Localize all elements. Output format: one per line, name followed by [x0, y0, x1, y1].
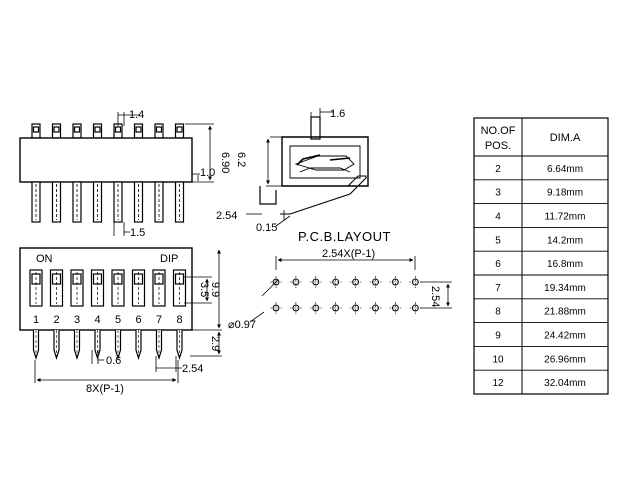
dim-pcb-span: 2.54X(P-1) — [322, 248, 375, 260]
pin-number: 7 — [156, 314, 162, 326]
top-lead — [114, 330, 122, 361]
pin-number: 2 — [53, 314, 59, 326]
dim-front-top: 1.4 — [129, 109, 144, 121]
table-rows: 2 6.64mm 3 9.18mm 4 11.72mm 5 14.2mm 6 16.8mm 7 19.… — [492, 164, 585, 389]
pin-number: 6 — [135, 314, 141, 326]
front-actuator-tip — [73, 126, 81, 133]
dim-top-pin-width: 0.6 — [106, 355, 121, 367]
table-cell-pos: 12 — [492, 378, 504, 389]
pcb-holes — [270, 276, 422, 314]
dim-pcb-row: 2.54 — [429, 286, 441, 307]
top-labels: ON DIP 1 2 3 4 5 6 7 8 3.5 9.9 2.9 0.6 2.54 8X(… — [33, 253, 221, 395]
dim-front-height: 6.90 — [219, 152, 231, 173]
front-actuator-tip — [32, 126, 40, 133]
table-cell-pos: 6 — [495, 259, 501, 270]
table-cell-pos: 9 — [495, 331, 501, 342]
table-cell-dim: 14.2mm — [547, 235, 583, 246]
front-actuator-tip — [176, 126, 183, 133]
front-body — [19, 137, 193, 183]
label-on: ON — [36, 253, 53, 265]
top-switches — [29, 269, 187, 307]
table-cell-pos: 4 — [495, 212, 501, 223]
table-cell-dim: 6.64mm — [547, 164, 583, 175]
side-view — [246, 108, 369, 227]
table-cell-dim: 9.18mm — [547, 188, 583, 199]
front-dimensions: 1.4 6.90 1.0 1.5 — [129, 109, 231, 239]
front-actuator-tip — [135, 126, 142, 133]
front-actuators — [31, 123, 185, 139]
dim-top-body: 9.9 — [209, 282, 221, 297]
top-lead — [53, 330, 60, 361]
front-actuator-tip — [114, 126, 122, 133]
side-actuator — [310, 116, 321, 140]
table-cell-dim: 32.04mm — [544, 378, 586, 389]
table-header-dim: DIM.A — [550, 132, 581, 144]
table-cell-pos: 7 — [495, 283, 501, 294]
front-pins — [31, 181, 185, 223]
table-cell-dim: 11.72mm — [545, 212, 586, 223]
dim-table: NO.OF POS. DIM.A 2 6.64mm 3 9.18mm 4 11.72mm 5… — [473, 117, 609, 395]
pin-number: 8 — [176, 314, 182, 326]
pin-number: 4 — [94, 314, 100, 326]
front-actuator-tip — [94, 126, 101, 133]
dim-top-span: 8X(P-1) — [86, 383, 124, 395]
dim-top-lead: 2.9 — [209, 336, 221, 351]
table-cell-dim: 21.88mm — [544, 307, 586, 318]
dim-front-standoff: 1.0 — [200, 167, 215, 179]
pin-number: 5 — [115, 314, 121, 326]
dim-top-pitch: 2.54 — [182, 363, 203, 375]
front-actuator-tip — [53, 126, 60, 133]
table-header-pos-1: NO.OF — [481, 125, 516, 137]
pin-number: 3 — [74, 314, 80, 326]
dim-side-height: 6.2 — [235, 152, 247, 167]
pcb-layout — [249, 256, 452, 323]
pcb-labels: P.C.B.LAYOUT 2.54X(P-1) 2.54 ⌀0.97 — [228, 229, 441, 331]
pin-number: 1 — [33, 314, 39, 326]
dim-top-switch: 3.5 — [198, 282, 210, 297]
table-cell-pos: 5 — [495, 235, 501, 246]
top-lead — [73, 330, 81, 361]
dim-side-lead: 0.15 — [256, 222, 277, 234]
side-housing — [281, 136, 369, 187]
top-lead — [176, 330, 183, 361]
table-cell-dim: 16.8mm — [547, 259, 583, 270]
pin-numbers: 1 2 3 4 5 6 7 8 — [33, 314, 183, 326]
front-view — [19, 112, 214, 236]
dim-front-pin: 1.5 — [130, 227, 145, 239]
front-actuator-tip — [155, 126, 163, 133]
label-dip: DIP — [160, 253, 178, 265]
table-cell-pos: 2 — [495, 164, 501, 175]
top-view — [19, 247, 222, 383]
table-header-pos-2: POS. — [485, 140, 511, 152]
table-grid — [474, 179, 608, 371]
side-dimensions: 1.6 6.2 2.54 0.15 — [216, 108, 345, 234]
pcb-title: P.C.B.LAYOUT — [298, 229, 391, 244]
top-lead — [32, 330, 40, 361]
table-cell-pos: 3 — [495, 188, 501, 199]
top-lead — [94, 330, 101, 361]
table-cell-dim: 19.34mm — [544, 283, 586, 294]
dim-side-pitch: 2.54 — [216, 210, 237, 222]
table-cell-dim: 24.42mm — [544, 331, 586, 342]
table-cell-dim: 26.96mm — [544, 354, 586, 365]
top-lead — [155, 330, 163, 361]
table-cell-pos: 8 — [495, 307, 501, 318]
table-cell-pos: 10 — [492, 354, 504, 365]
top-leads — [32, 330, 183, 361]
dim-pcb-hole: ⌀0.97 — [228, 319, 256, 331]
dim-side-actuator: 1.6 — [330, 108, 345, 120]
top-lead — [135, 330, 142, 361]
